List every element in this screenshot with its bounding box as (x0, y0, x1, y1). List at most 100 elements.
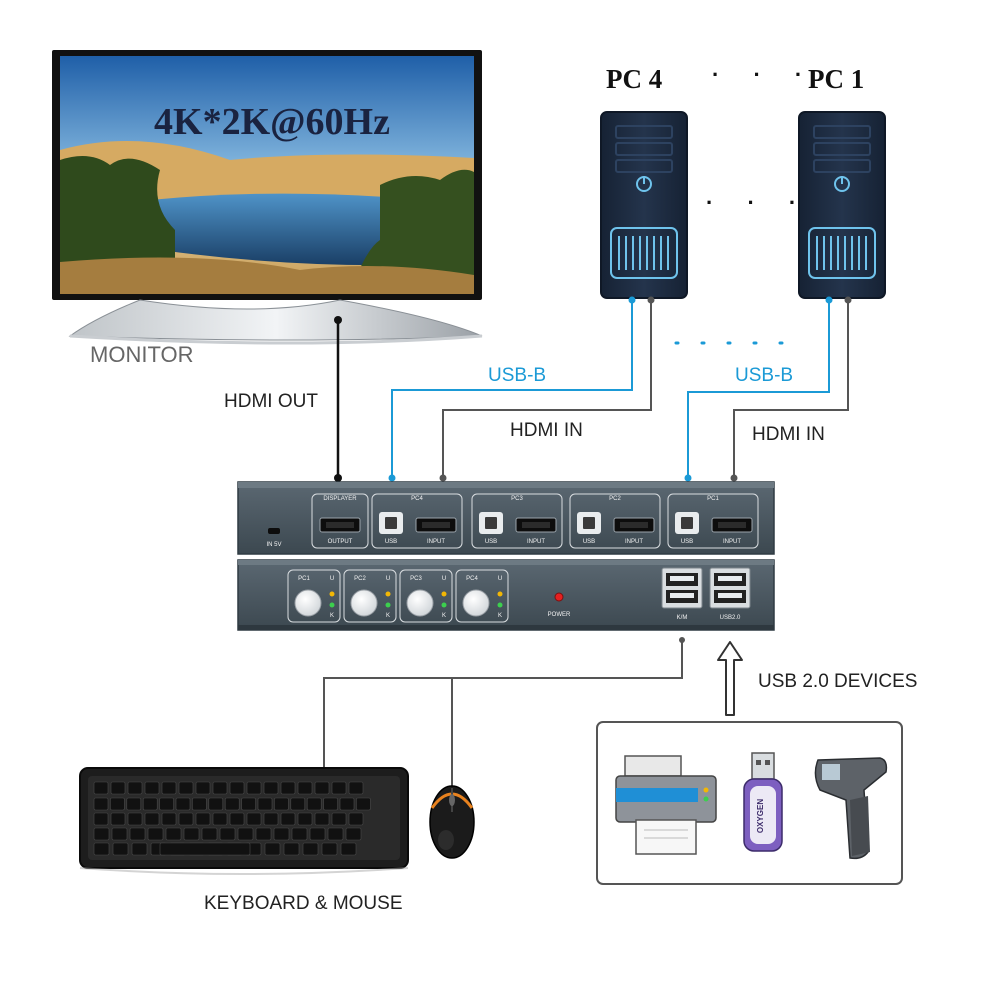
pc1-select-button[interactable]: PC1 U K (287, 569, 341, 623)
keyboard-key (93, 781, 109, 795)
keyboard-key (348, 812, 364, 826)
svg-text:INPUT: INPUT (527, 539, 545, 545)
svg-text:USB: USB (681, 539, 693, 545)
keyboard-key (201, 827, 218, 841)
keyboard (79, 767, 409, 875)
keyboard-key (110, 797, 125, 811)
monitor: 4K*2K@60Hz (52, 50, 483, 345)
keyboard-key (93, 812, 109, 826)
usb-b-label-left: USB-B (488, 365, 547, 386)
keyboard-key (131, 842, 148, 856)
power-icon (834, 176, 850, 192)
keyboard-key (241, 797, 256, 811)
pc3-select-button[interactable]: PC3 U K (399, 569, 453, 623)
keyboard-key (246, 812, 262, 826)
output-label: OUTPUT (328, 539, 353, 545)
keyboard-key (246, 781, 262, 795)
power-icon (636, 176, 652, 192)
svg-text:INPUT: INPUT (427, 539, 445, 545)
back-group-pc2: PC2 USB INPUT (569, 493, 661, 549)
keyboard-key (195, 812, 211, 826)
svg-text:USB: USB (385, 539, 397, 545)
keyboard-key (290, 797, 306, 811)
power-led (554, 592, 564, 602)
keyboard-key (93, 797, 109, 811)
svg-text:PC4: PC4 (466, 576, 478, 582)
pc1-label: PC 1 (808, 64, 865, 94)
keyboard-key (321, 842, 338, 856)
keyboard-key (178, 812, 194, 826)
mouse (429, 785, 475, 859)
keyboard-key (348, 781, 364, 795)
keyboard-key (195, 781, 211, 795)
svg-text:PC2: PC2 (609, 496, 621, 502)
keyboard-key (356, 797, 371, 811)
keyboard-keys (93, 781, 371, 856)
keyboard-key (314, 781, 330, 795)
monitor-stand (68, 299, 483, 341)
monitor-screen-text: 4K*2K@60Hz (154, 101, 390, 143)
keyboard-key (127, 812, 143, 826)
pc-ellipsis-top: · · · (712, 62, 817, 87)
keyboard-key (183, 827, 200, 841)
barcode-scanner-icon (814, 757, 888, 860)
km-label: K/M (677, 615, 688, 621)
keyboard-key (263, 781, 279, 795)
svg-text:INPUT: INPUT (625, 539, 643, 545)
keyboard-key (178, 781, 194, 795)
keyboard-key (237, 827, 254, 841)
svg-text:USB: USB (485, 539, 497, 545)
keyboard-key (327, 827, 344, 841)
keyboard-key (257, 797, 273, 811)
pc-tower-1 (798, 111, 886, 299)
back-group-pc4: PC4 USB INPUT (371, 493, 463, 549)
usb-devices-arrow-icon (717, 641, 743, 716)
displayer-group-frame (311, 493, 369, 549)
usb-b-label-right: USB-B (735, 365, 794, 386)
usb-stick-brand: OXYGEN (756, 799, 765, 833)
keyboard-key (280, 781, 296, 795)
kvm-back-panel: IN 5V DISPLAYER OUTPUT PC4 USB INPUT PC3… (237, 481, 775, 555)
keyboard-spacebar (159, 842, 251, 856)
keyboard-key (263, 812, 279, 826)
keyboard-key (309, 827, 326, 841)
usb-flash-drive-icon: OXYGEN (743, 752, 783, 852)
keyboard-key (229, 781, 245, 795)
monitor-label: MONITOR (90, 342, 194, 367)
keyboard-key (283, 842, 300, 856)
kvm-front-panel: PC1 U K PC2 U K PC3 U K PC4 U (237, 559, 775, 631)
sand-bank (60, 257, 474, 294)
svg-text:PC3: PC3 (410, 576, 422, 582)
svg-text:INPUT: INPUT (723, 539, 741, 545)
keyboard-key (340, 842, 357, 856)
keyboard-key (297, 781, 313, 795)
keyboard-key (93, 827, 110, 841)
svg-text:K: K (386, 613, 390, 619)
keyboard-key (127, 781, 143, 795)
hdmi-in-cable-pc4 (442, 298, 652, 480)
keyboard-key (297, 812, 313, 826)
keyboard-key (323, 797, 338, 811)
svg-text:PC4: PC4 (411, 496, 423, 502)
pc-tower-4 (600, 111, 688, 299)
keyboard-key (339, 797, 355, 811)
keyboard-key (93, 842, 110, 856)
svg-text:K: K (330, 613, 334, 619)
printer-icon (615, 755, 717, 855)
svg-text:U: U (442, 576, 446, 582)
keyboard-key (111, 827, 128, 841)
keyboard-key (165, 827, 182, 841)
keyboard-key (208, 797, 224, 811)
pc2-select-button[interactable]: PC2 U K (343, 569, 397, 623)
pc4-select-button[interactable]: PC4 U K (455, 569, 509, 623)
keyboard-key (331, 781, 347, 795)
keyboard-key (129, 827, 146, 841)
keyboard-key (314, 812, 330, 826)
keyboard-mouse-label: KEYBOARD & MOUSE (204, 893, 403, 914)
keyboard-key (331, 812, 347, 826)
svg-text:PC2: PC2 (354, 576, 366, 582)
keyboard-key (302, 842, 319, 856)
keyboard-key (175, 797, 191, 811)
keyboard-key (159, 797, 174, 811)
